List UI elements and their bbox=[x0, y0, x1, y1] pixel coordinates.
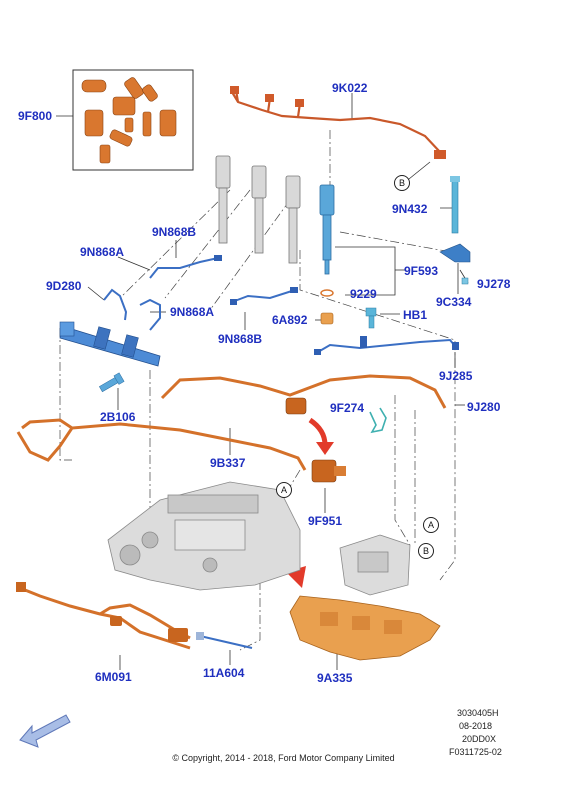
callout-9n868a: 9N868A bbox=[170, 305, 215, 319]
fuel-lines-blue bbox=[103, 257, 456, 353]
pressure-sensor bbox=[285, 397, 307, 415]
callout-9d280: 9D280 bbox=[46, 279, 82, 293]
callout-9f800: 9F800 bbox=[18, 109, 53, 123]
diagram-code: 3030405H bbox=[457, 708, 499, 718]
fuel-rail-9d280 bbox=[59, 321, 161, 367]
bolt-2b106 bbox=[98, 372, 125, 393]
callout-6a892: 6A892 bbox=[272, 313, 308, 327]
fuel-return-pipe bbox=[160, 374, 447, 409]
copyright-notice: © Copyright, 2014 - 2018, Ford Motor Com… bbox=[172, 753, 395, 763]
stud-9n432 bbox=[450, 176, 460, 234]
ref-circle-b: B bbox=[394, 175, 410, 191]
injector-seal-kit-box bbox=[72, 69, 194, 171]
callout-2b106: 2B106 bbox=[100, 410, 136, 424]
callout-9j278: 9J278 bbox=[477, 277, 511, 291]
callout-9n432: 9N432 bbox=[392, 202, 428, 216]
sensor-11a604 bbox=[196, 632, 253, 649]
callout-9j280: 9J280 bbox=[467, 400, 501, 414]
diagram-variant: 20DD0X bbox=[462, 734, 497, 744]
callout-9f274: 9F274 bbox=[330, 401, 365, 415]
callout-11a604: 11A604 bbox=[203, 666, 245, 680]
diagram-reference: F0311725-02 bbox=[449, 747, 502, 757]
clamp-9c334 bbox=[439, 243, 471, 263]
callout-9n868b: 9N868B bbox=[218, 332, 263, 346]
ref-circle-b: B bbox=[418, 543, 434, 559]
harness-6m091 bbox=[19, 586, 191, 650]
engine-block bbox=[107, 481, 301, 591]
callout-hb1: HB1 bbox=[403, 308, 428, 322]
pump-housing bbox=[339, 534, 411, 596]
clip-9f274 bbox=[369, 407, 387, 434]
callout-9f593: 9F593 bbox=[404, 264, 439, 278]
fuel-pipe-9b337 bbox=[16, 418, 307, 471]
washer-6a892 bbox=[320, 312, 334, 325]
o-ring-9229 bbox=[320, 289, 334, 297]
fuel-injectors bbox=[215, 155, 301, 264]
ref-circle-a: A bbox=[276, 482, 292, 498]
callout-9k022: 9K022 bbox=[332, 81, 368, 95]
bolt-9j278 bbox=[461, 277, 469, 285]
callout-9f951: 9F951 bbox=[308, 514, 343, 528]
fuel-line-fittings bbox=[214, 255, 459, 355]
bolt-hb1 bbox=[365, 307, 377, 329]
callout-9a335: 9A335 bbox=[317, 671, 353, 685]
callout-9n868b: 9N868B bbox=[152, 225, 197, 239]
harness-connectors bbox=[230, 86, 446, 159]
direction-arrow-icon bbox=[19, 714, 71, 748]
wiring-harness-9k022 bbox=[231, 89, 441, 153]
intake-manifold-9a335 bbox=[289, 595, 441, 661]
diagram-date: 08-2018 bbox=[459, 721, 493, 731]
callout-9229: 9229 bbox=[350, 287, 377, 301]
ref-circle-a: A bbox=[423, 517, 439, 533]
callout-9n868a: 9N868A bbox=[80, 245, 125, 259]
callout-9j285: 9J285 bbox=[439, 369, 473, 383]
callout-9b337: 9B337 bbox=[210, 456, 246, 470]
injector-9f593 bbox=[319, 184, 335, 275]
harness-6m091-connectors bbox=[16, 582, 188, 642]
callout-6m091: 6M091 bbox=[95, 670, 132, 684]
callout-9c334: 9C334 bbox=[436, 295, 472, 309]
fuel-pump-9f951 bbox=[311, 459, 346, 483]
